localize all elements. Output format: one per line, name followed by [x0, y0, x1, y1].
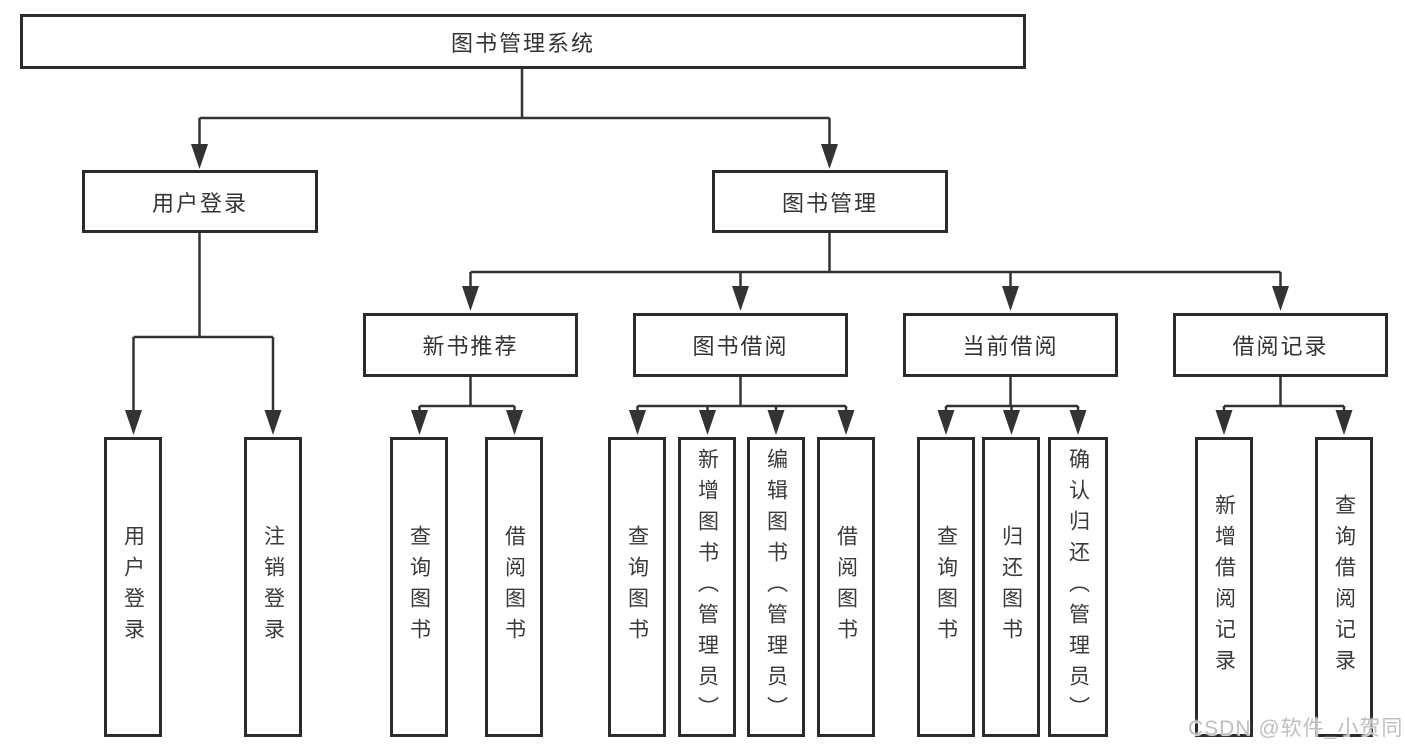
- node-box-br-add-record: 新增借阅记录: [1195, 437, 1253, 737]
- node-label: 借阅图书: [502, 525, 526, 649]
- node-label: 归还图书: [999, 525, 1023, 649]
- node-label: 查询借阅记录: [1332, 494, 1356, 680]
- node-label: 新增借阅记录: [1212, 494, 1236, 680]
- node-label: 借阅记录: [1232, 334, 1329, 359]
- node-box-cb-query-books: 查询图书: [917, 437, 975, 737]
- node-label: 用户登录: [121, 525, 145, 649]
- node-box-bb-edit-books-admin: 编辑图书（管理员）: [747, 437, 805, 737]
- node-box-user-login-action: 用户登录: [104, 437, 162, 737]
- node-box-cb-confirm-return-admin: 确认归还（管理员）: [1048, 437, 1108, 737]
- node-box-br-query-record: 查询借阅记录: [1315, 437, 1373, 737]
- node-box-book-borrow: 图书借阅: [633, 313, 848, 377]
- node-label: 当前借阅: [962, 334, 1059, 359]
- node-label: 注销登录: [261, 525, 285, 649]
- node-box-library-system: 图书管理系统: [20, 14, 1026, 69]
- node-label: 用户登录: [151, 190, 248, 216]
- node-box-nbr-borrow-books: 借阅图书: [485, 437, 543, 737]
- node-box-nbr-query-books: 查询图书: [390, 437, 448, 737]
- node-box-borrow-records: 借阅记录: [1173, 313, 1388, 377]
- node-box-logout: 注销登录: [244, 437, 302, 737]
- node-label: 新书推荐: [422, 334, 519, 359]
- node-box-bb-query-books: 查询图书: [608, 437, 666, 737]
- node-label: 图书管理: [781, 190, 878, 216]
- node-label: 借阅图书: [834, 525, 858, 649]
- node-box-cb-return-books: 归还图书: [982, 437, 1040, 737]
- node-label: 图书管理系统: [450, 30, 595, 56]
- node-label: 查询图书: [407, 525, 431, 649]
- node-box-new-book-recommend: 新书推荐: [363, 313, 578, 377]
- node-label: 查询图书: [934, 525, 958, 649]
- node-box-current-borrow: 当前借阅: [903, 313, 1118, 377]
- node-box-user-login: 用户登录: [82, 170, 318, 233]
- node-box-bb-borrow-books: 借阅图书: [817, 437, 875, 737]
- node-label: 编辑图书（管理员）: [764, 447, 788, 727]
- node-label: 确认归还（管理员）: [1066, 447, 1090, 727]
- node-label: 查询图书: [625, 525, 649, 649]
- node-box-book-management: 图书管理: [712, 170, 948, 233]
- node-label: 图书借阅: [692, 334, 789, 359]
- watermark: CSDN @软件_小贺同学: [1188, 717, 1405, 740]
- arrowhead-icons: [125, 144, 1353, 435]
- node-box-bb-add-books-admin: 新增图书（管理员）: [678, 437, 736, 737]
- node-label: 新增图书（管理员）: [695, 447, 719, 727]
